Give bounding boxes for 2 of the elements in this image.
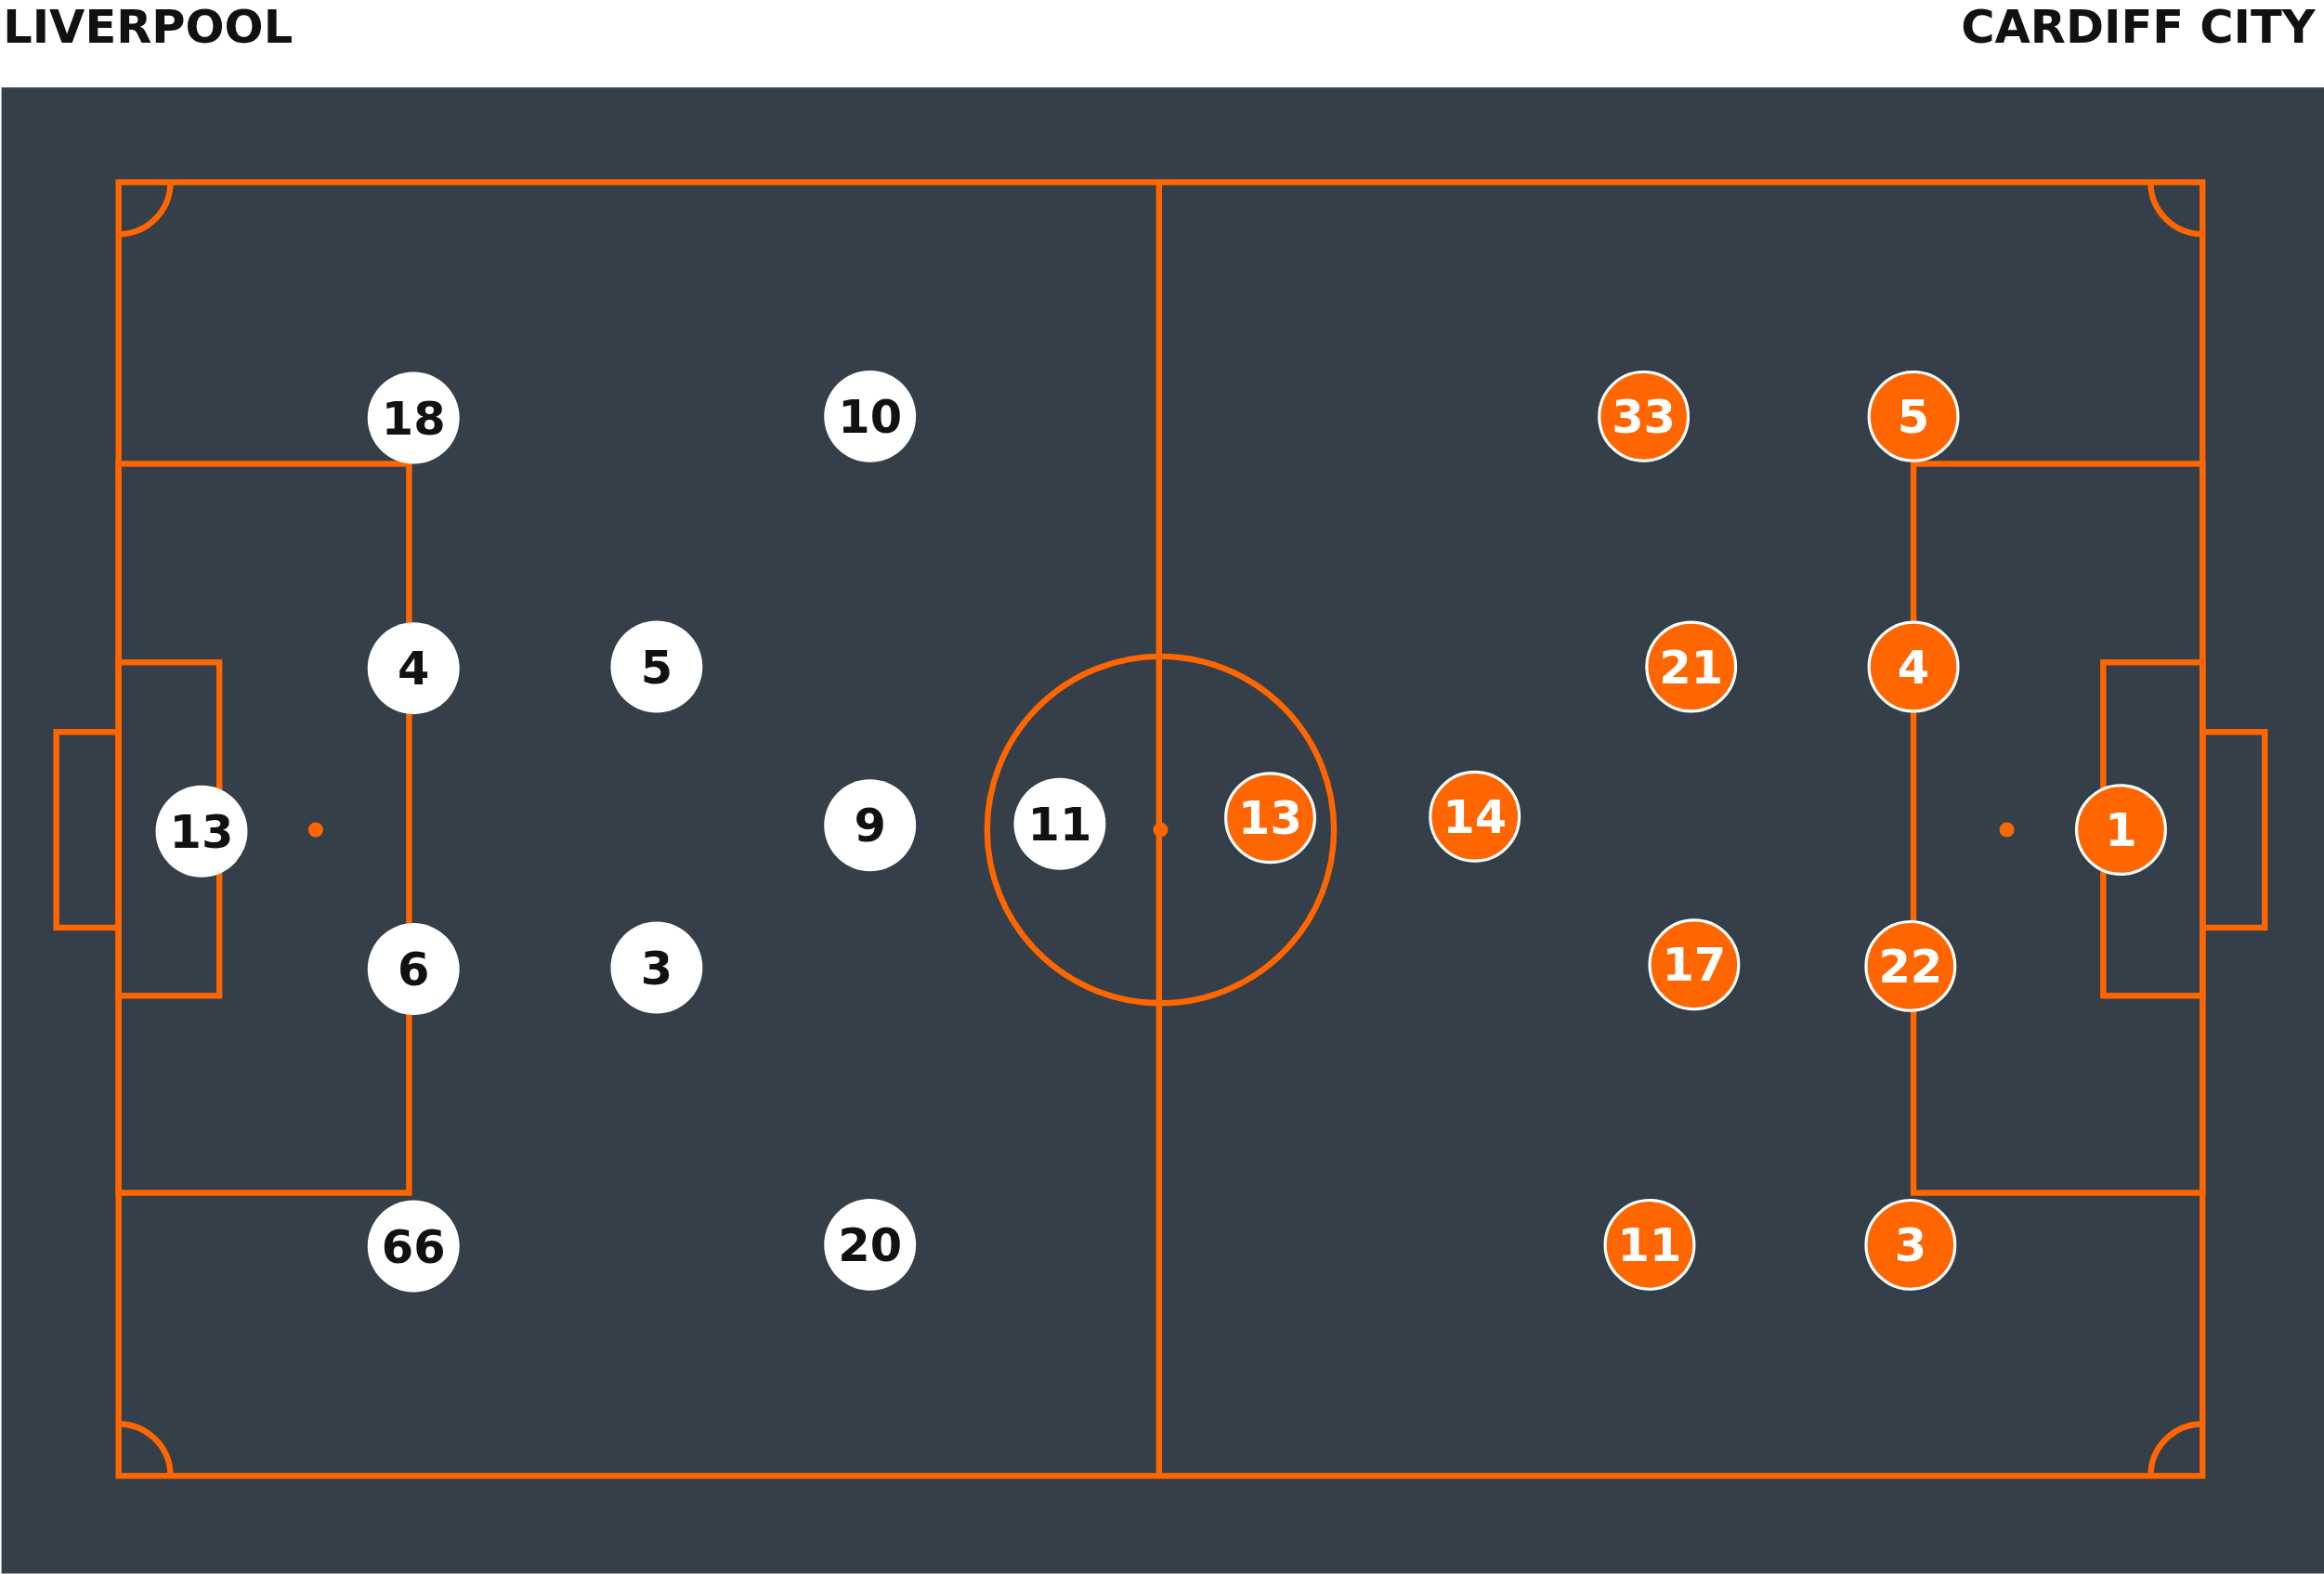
team-name: CARDIFF CITY xyxy=(1961,0,2316,54)
team-name: LIVERPOOL xyxy=(3,0,294,54)
